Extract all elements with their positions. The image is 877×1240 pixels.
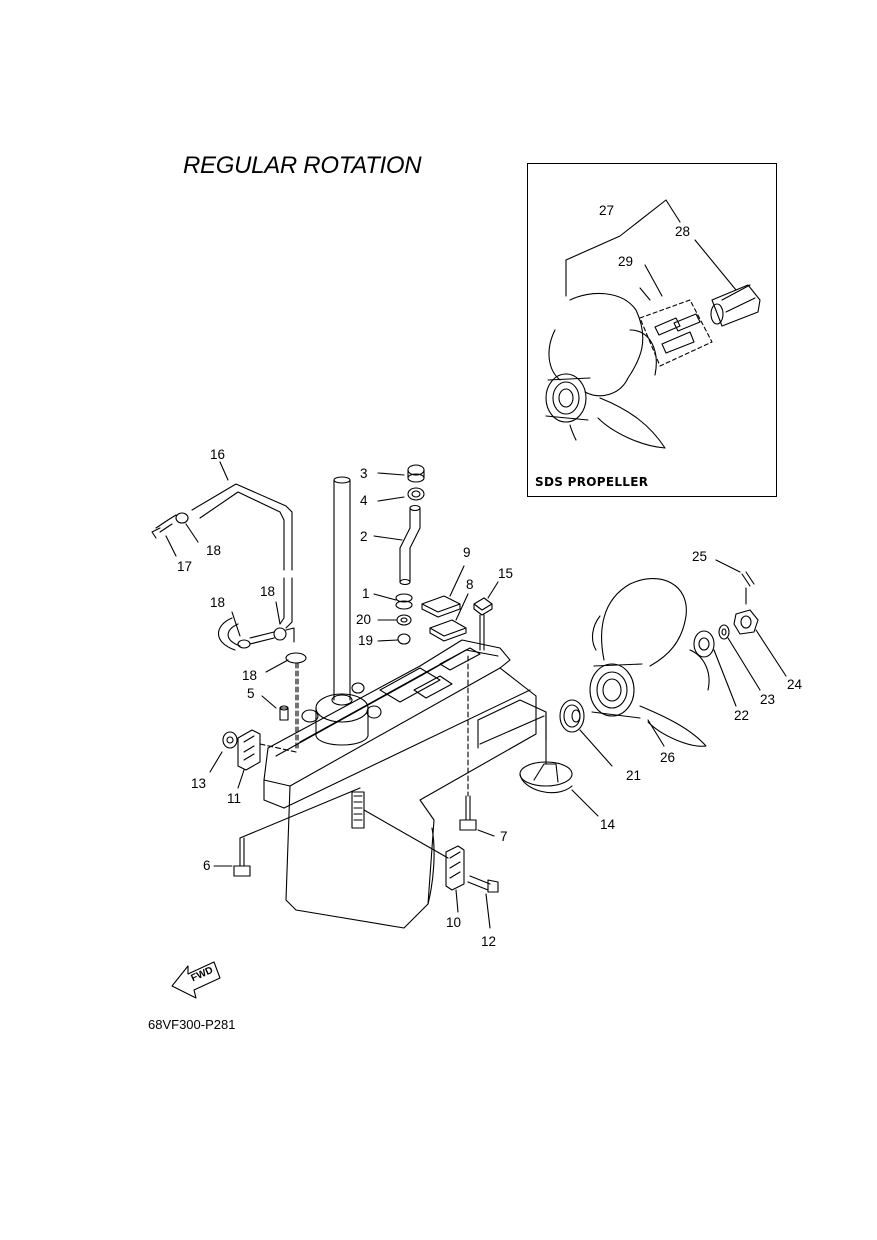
callout-9[interactable]: 9 <box>463 545 471 560</box>
callout-27[interactable]: 27 <box>599 203 615 218</box>
callout-19[interactable]: 19 <box>358 633 374 648</box>
grommets-1-20-19 <box>373 593 413 645</box>
bolt-6 <box>213 787 361 877</box>
callout-1[interactable]: 1 <box>362 586 370 601</box>
callout-3[interactable]: 3 <box>360 466 368 481</box>
fwd-arrow-icon <box>171 961 221 999</box>
trim-tab-14 <box>519 711 599 817</box>
callout-17[interactable]: 17 <box>177 559 193 574</box>
callout-18-d[interactable]: 18 <box>242 668 258 683</box>
pin-5 <box>261 695 289 721</box>
callout-10[interactable]: 10 <box>446 915 462 930</box>
callout-8[interactable]: 8 <box>466 577 474 592</box>
callout-22[interactable]: 22 <box>734 708 750 723</box>
callout-12[interactable]: 12 <box>481 934 497 949</box>
thrust-washer-21 <box>559 699 613 767</box>
sds-propeller-inset <box>527 163 777 497</box>
callout-15[interactable]: 15 <box>498 566 514 581</box>
callout-4[interactable]: 4 <box>360 493 368 508</box>
diagram-code: 68VF300-P281 <box>148 1017 236 1032</box>
bolt-7 <box>459 655 495 837</box>
callout-18-b[interactable]: 18 <box>260 584 276 599</box>
propeller-26 <box>589 578 710 747</box>
anode-10-bolt-12 <box>363 809 499 929</box>
callout-14[interactable]: 14 <box>600 817 616 832</box>
inset-label: SDS PROPELLER <box>535 475 649 489</box>
callout-18-c[interactable]: 18 <box>210 595 226 610</box>
callout-26[interactable]: 26 <box>660 750 676 765</box>
callout-21[interactable]: 21 <box>626 768 642 783</box>
callout-5[interactable]: 5 <box>247 686 255 701</box>
lower-case <box>263 639 547 929</box>
inset-propeller-drawing <box>545 199 761 449</box>
callout-7[interactable]: 7 <box>500 829 508 844</box>
callout-13[interactable]: 13 <box>191 776 207 791</box>
callout-11[interactable]: 11 <box>227 791 242 806</box>
bolt-15 <box>473 581 499 651</box>
clamp-17-18 <box>151 512 199 557</box>
callout-24[interactable]: 24 <box>787 677 803 692</box>
drive-shaft <box>333 476 351 701</box>
callout-18-a[interactable]: 18 <box>206 543 222 558</box>
anode-11-nut-13 <box>209 729 297 789</box>
callout-6[interactable]: 6 <box>203 858 211 873</box>
callout-2[interactable]: 2 <box>360 529 368 544</box>
diagram-title: REGULAR ROTATION <box>183 152 422 179</box>
lower-hose-clamps <box>217 601 307 751</box>
callout-29[interactable]: 29 <box>618 254 634 269</box>
callout-25[interactable]: 25 <box>692 549 708 564</box>
callout-23[interactable]: 23 <box>760 692 776 707</box>
water-tube-group <box>373 464 425 586</box>
callout-28[interactable]: 28 <box>675 224 691 239</box>
plates-8-9 <box>421 565 469 642</box>
callout-16[interactable]: 16 <box>210 447 226 462</box>
hardware-22-25 <box>693 559 787 707</box>
hose-16 <box>191 461 293 629</box>
callout-20[interactable]: 20 <box>356 612 372 627</box>
